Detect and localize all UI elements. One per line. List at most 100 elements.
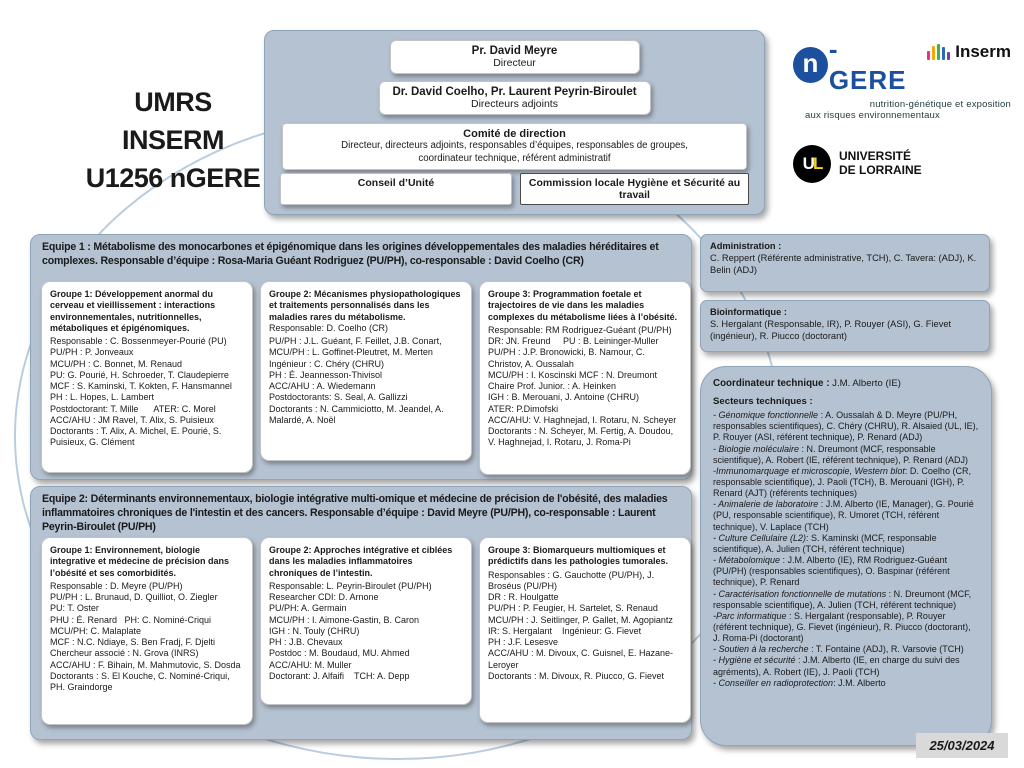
group-title: Groupe 2: Mécanismes physiopathologiques…: [269, 289, 461, 322]
sector-item: - Biologie moléculaire : N. Dreumont (MC…: [713, 444, 979, 466]
sector-label: - Caractérisation fonctionnelle de mutat…: [713, 588, 887, 599]
councils-row: Conseil d’Unité Commission locale Hygièn…: [280, 173, 749, 205]
ngere-circle-icon: n: [793, 47, 828, 83]
member-line: ACC/AHU: M. Muller: [269, 659, 352, 670]
member-line: ACC/AHU : F. Bihain, M. Mahmutovic, S. D…: [50, 659, 241, 670]
member-line: PU: G. Pourié, H. Schroeder, T. Claudepi…: [50, 369, 229, 380]
deputy-names: Dr. David Coelho, Pr. Laurent Peyrin-Bir…: [392, 86, 637, 98]
member-line: Doctorants : T. Alix, A. Michel, E. Pour…: [50, 426, 222, 448]
sector-text: : T. Fontaine (ADJ), R. Varsovie (TCH): [808, 644, 964, 655]
sector-item: - Métabolomique : J.M. Alberto (IE), RM …: [713, 555, 979, 588]
member-line: PH : É. Jeannesson-Thivisol: [269, 369, 383, 380]
member-line: MCU/PH : I. Koscinski MCF : N. Dreumont: [488, 369, 658, 380]
member-line: Chaire Prof. Junior. : A. Heinken: [488, 381, 617, 391]
member-line: PU/PH : J.L. Guéant, F. Feillet, J.B. Co…: [269, 336, 442, 346]
sector-item: - Animalerie de laboratoire : J.M. Alber…: [713, 499, 979, 532]
sector-label: - Animalerie de laboratoire: [713, 499, 819, 510]
director-name: Pr. David Meyre: [471, 45, 558, 57]
steering-committee-box: Comité de direction Directeur, directeur…: [282, 123, 747, 171]
member-line: PHU : É. Renard PH: C. Nominé-Criqui: [50, 614, 212, 625]
member-line: ACC/AHU : JM Ravel, T. Alix, S. Puisieux: [50, 414, 214, 425]
administration-title: Administration :: [710, 241, 782, 251]
member-line: PU/PH : P. Feugier, H. Sartelet, S. Rena…: [488, 603, 658, 614]
sector-label: -Parc informatique: [713, 610, 787, 621]
equipe1-group3-box: Groupe 3: Programmation foetale et traje…: [479, 281, 691, 475]
member-line: MCU/PH : J. Seitlinger, P. Gallet, M. Ag…: [488, 614, 673, 625]
member-line: Ingénieur : C. Chéry (CHRU): [269, 358, 385, 369]
sector-text: : A. Oussalah & D. Meyre (PU/PH, respons…: [713, 410, 979, 443]
member-line: IGH : B. Merouani, J. Antoine (CHRU): [488, 392, 640, 403]
equipe1-group2-box: Groupe 2: Mécanismes physiopathologiques…: [260, 281, 472, 461]
director-role: Directeur: [493, 57, 536, 69]
member-line: Responsable: RM Rodriguez-Guéant (PU/PH): [488, 324, 672, 335]
member-line: Responsable : D. Meyre (PU/PH): [50, 580, 183, 591]
member-line: Doctorant: J. Alfaifi TCH: A. Depp: [269, 670, 410, 681]
member-line: Postdoctorant: T. Mille ATER: C. Morel: [50, 403, 216, 414]
inserm-wordmark: Inserm: [955, 42, 1011, 61]
sector-item: - Génomique fonctionnelle : A. Oussalah …: [713, 410, 979, 443]
member-line: PU/PH : J.P. Bronowicki, B. Namour, C. C…: [488, 347, 645, 369]
administration-text: C. Reppert (Référente administrative, TC…: [710, 253, 977, 276]
member-line: Doctorants : M. Divoux, R. Piucco, G. Fi…: [488, 670, 665, 681]
sector-label: - Conseiller en radioprotection: [713, 677, 834, 688]
bioinformatique-text: S. Hergalant (Responsable, IR), P. Rouye…: [710, 319, 952, 342]
inserm-bars-icon: [927, 44, 951, 60]
sector-text: : J.M. Alberto (IE), RM Rodriguez-Guéant…: [713, 555, 950, 588]
sector-item: - Soutien à la recherche : T. Fontaine (…: [713, 644, 979, 655]
member-line: ACC/AHU : A. Wiedemann: [269, 381, 376, 391]
member-line: Responsables : G. Gauchotte (PU/PH), J. …: [488, 569, 655, 591]
member-line: ACC/AHU : M. Divoux, C. Guisnel, E. Haza…: [488, 648, 674, 670]
date-stamp: 25/03/2024: [916, 733, 1008, 758]
sector-text: : D. Coelho (CR, responsable scientifiqu…: [713, 465, 971, 499]
equipe2-group3-box: Groupe 3: Biomarqueurs multiomiques et p…: [479, 537, 691, 723]
inserm-logo: Inserm: [927, 42, 1011, 62]
sector-item: - Hygiène et sécurité : J.M. Alberto (IE…: [713, 655, 979, 677]
member-line: MCU/PH : L. Goffinet-Pleutret, M. Merten: [269, 347, 433, 358]
group-member-lines: Responsables : G. Gauchotte (PU/PH), J. …: [488, 570, 682, 683]
member-line: PH : L. Hopes, L. Lambert: [50, 392, 155, 403]
committee-line2: coordinateur technique, référent adminis…: [418, 152, 611, 164]
group-member-lines: Responsable : D. Meyre (PU/PH)PU/PH : L.…: [50, 581, 244, 694]
universite-lorraine-logo: UL UNIVERSITÉ DE LORRAINE: [793, 145, 1011, 183]
group-title-after: Responsable: D. Coelho (CR): [269, 322, 389, 333]
hygiene-commission-box: Commission locale Hygiène et Sécurité au…: [520, 173, 749, 205]
equipe2-panel: Equipe 2: Déterminants environnementaux,…: [30, 486, 692, 740]
ul-wordmark: UNIVERSITÉ DE LORRAINE: [839, 149, 922, 177]
group-title: Groupe 3: Biomarqueurs multiomiques et p…: [488, 545, 669, 567]
equipe1-group1-box: Groupe 1: Développement anormal du cerve…: [41, 281, 253, 473]
member-line: MCF : S. Kaminski, T. Kokten, F. Hansman…: [50, 381, 232, 391]
direction-panel: Pr. David Meyre Directeur Dr. David Coel…: [264, 30, 765, 215]
group-member-lines: Responsable: L. Peyrin-Biroulet (PU/PH)R…: [269, 581, 463, 682]
group-head: Groupe 1: Environnement, biologie integr…: [50, 545, 244, 579]
deputy-directors-box: Dr. David Coelho, Pr. Laurent Peyrin-Bir…: [378, 81, 651, 115]
member-line: ACC/AHU: V. Haghnejad, I. Rotaru, N. Sch…: [488, 414, 677, 425]
member-line: Researcher CDI: D. Arnone: [269, 592, 379, 602]
member-line: MCU/PH : I. Aimone-Gastin, B. Caron: [269, 614, 420, 625]
sector-label: - Soutien à la recherche: [713, 644, 809, 655]
group-member-lines: Responsable : C. Bossenmeyer-Pourié (PU)…: [50, 336, 244, 449]
group-head: Groupe 2: Mécanismes physiopathologiques…: [269, 289, 463, 334]
administration-box: Administration : C. Reppert (Référente a…: [700, 234, 990, 292]
sector-label: - Génomique fonctionnelle: [713, 410, 819, 421]
sector-item: - Conseiller en radioprotection: J.M. Al…: [713, 678, 979, 689]
technical-coordinator-box: Coordinateur technique : J.M. Alberto (I…: [700, 366, 992, 746]
ngere-subtitle-line2: aux risques environnementaux: [805, 110, 940, 121]
ul-monogram-icon: UL: [793, 145, 831, 183]
equipe2-header: Equipe 2: Déterminants environnementaux,…: [42, 493, 668, 533]
group-title: Groupe 1: Développement anormal du cerve…: [50, 289, 216, 333]
sector-label: - Hygiène et sécurité: [713, 655, 796, 666]
group-title: Groupe 2: Approches intégrative et ciblé…: [269, 545, 453, 578]
member-line: Doctorants : S. El Kouche, C. Nominé-Cri…: [50, 670, 230, 692]
sector-text: : N. Dreumont (MCF, responsable scientif…: [713, 588, 972, 610]
member-line: PU: T. Oster: [50, 603, 99, 614]
member-line: MCF : N.C. Ndiaye, S. Ben Fradj, F. Djel…: [50, 637, 216, 647]
bioinformatique-title: Bioinformatique :: [710, 307, 787, 317]
member-line: PH : J.B. Chevaux: [269, 637, 343, 647]
unit-title: UMRS INSERM U1256 nGERE: [82, 84, 264, 197]
unit-title-line2: U1256 nGERE: [85, 162, 261, 193]
group-title: Groupe 3: Programmation foetale et traje…: [488, 289, 678, 322]
sector-text: : J.M. Alberto: [833, 677, 886, 688]
sector-text: : S. Hergalant (responsable), P. Rouyer …: [713, 610, 971, 644]
sector-item: -Immunomarquage et microscopie, Western …: [713, 466, 979, 499]
sectors-title: Secteurs techniques :: [713, 396, 813, 408]
